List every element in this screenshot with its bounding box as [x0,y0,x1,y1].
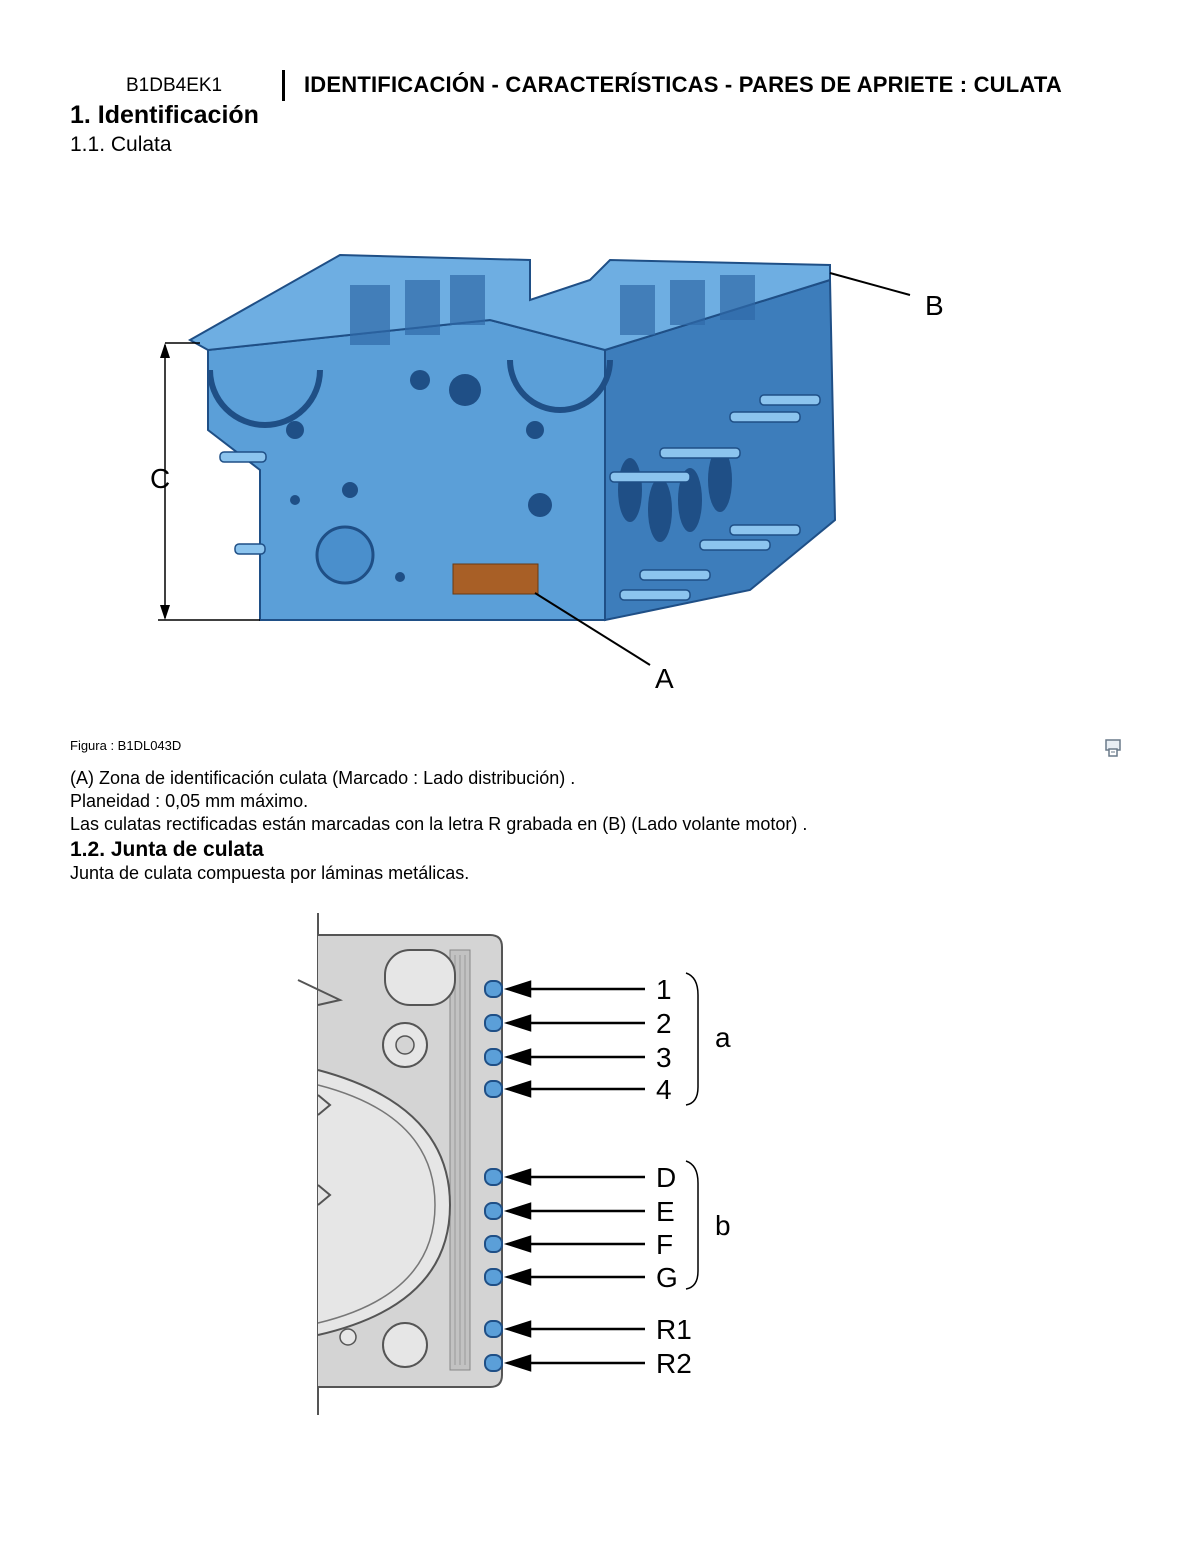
identification-tabs [484,980,503,1372]
cylinder-bore [317,1069,452,1336]
tab-label-r1: R1 [656,1314,692,1345]
tab-label-d: D [656,1162,676,1193]
header-divider [282,70,285,101]
document-title: IDENTIFICACIÓN - CARACTERÍSTICAS - PARES… [304,72,1062,97]
tab-label-f: F [656,1229,673,1260]
paragraph-zone-identificacion: (A) Zona de identificación culata (Marca… [70,768,576,788]
group-label-a: a [715,1022,731,1053]
subsection-heading-junta: 1.2. Junta de culata [70,838,264,861]
print-icon[interactable] [1103,737,1123,759]
figure-caption: Figura : B1DL043D [70,738,182,753]
subsection-heading-culata: 1.1. Culata [70,133,172,156]
tab-label-4: 4 [656,1074,672,1105]
label-c: C [150,463,170,494]
bracket-a [685,972,699,1106]
tab-label-e: E [656,1196,675,1227]
identification-zone-marker [452,563,539,595]
paragraph-planeidad: Planeidad : 0,05 mm máximo. [70,791,309,811]
label-a: A [655,663,674,694]
paragraph-junta: Junta de culata compuesta por láminas me… [70,863,470,883]
document-code: B1DB4EK1 [126,75,223,96]
tab-label-3: 3 [656,1042,672,1073]
head-front-face [207,318,606,621]
tab-label-g: G [656,1262,678,1293]
head-gasket-figure: 1 2 3 4 D E F G R1 R2 a b [297,913,731,1415]
paragraph-rectificadas: Las culatas rectificadas están marcadas … [70,814,808,834]
tab-label-1: 1 [656,974,672,1005]
tab-label-2: 2 [656,1008,672,1039]
section-heading-identificacion: 1. Identificación [70,101,259,129]
cylinder-head-figure: A B C [150,253,944,694]
label-b: B [925,290,944,321]
bearing-left [207,369,323,428]
bearing-right [507,359,613,413]
studs [219,394,821,601]
tab-label-r2: R2 [656,1348,692,1379]
bracket-b [685,1160,699,1290]
group-label-b: b [715,1210,731,1241]
